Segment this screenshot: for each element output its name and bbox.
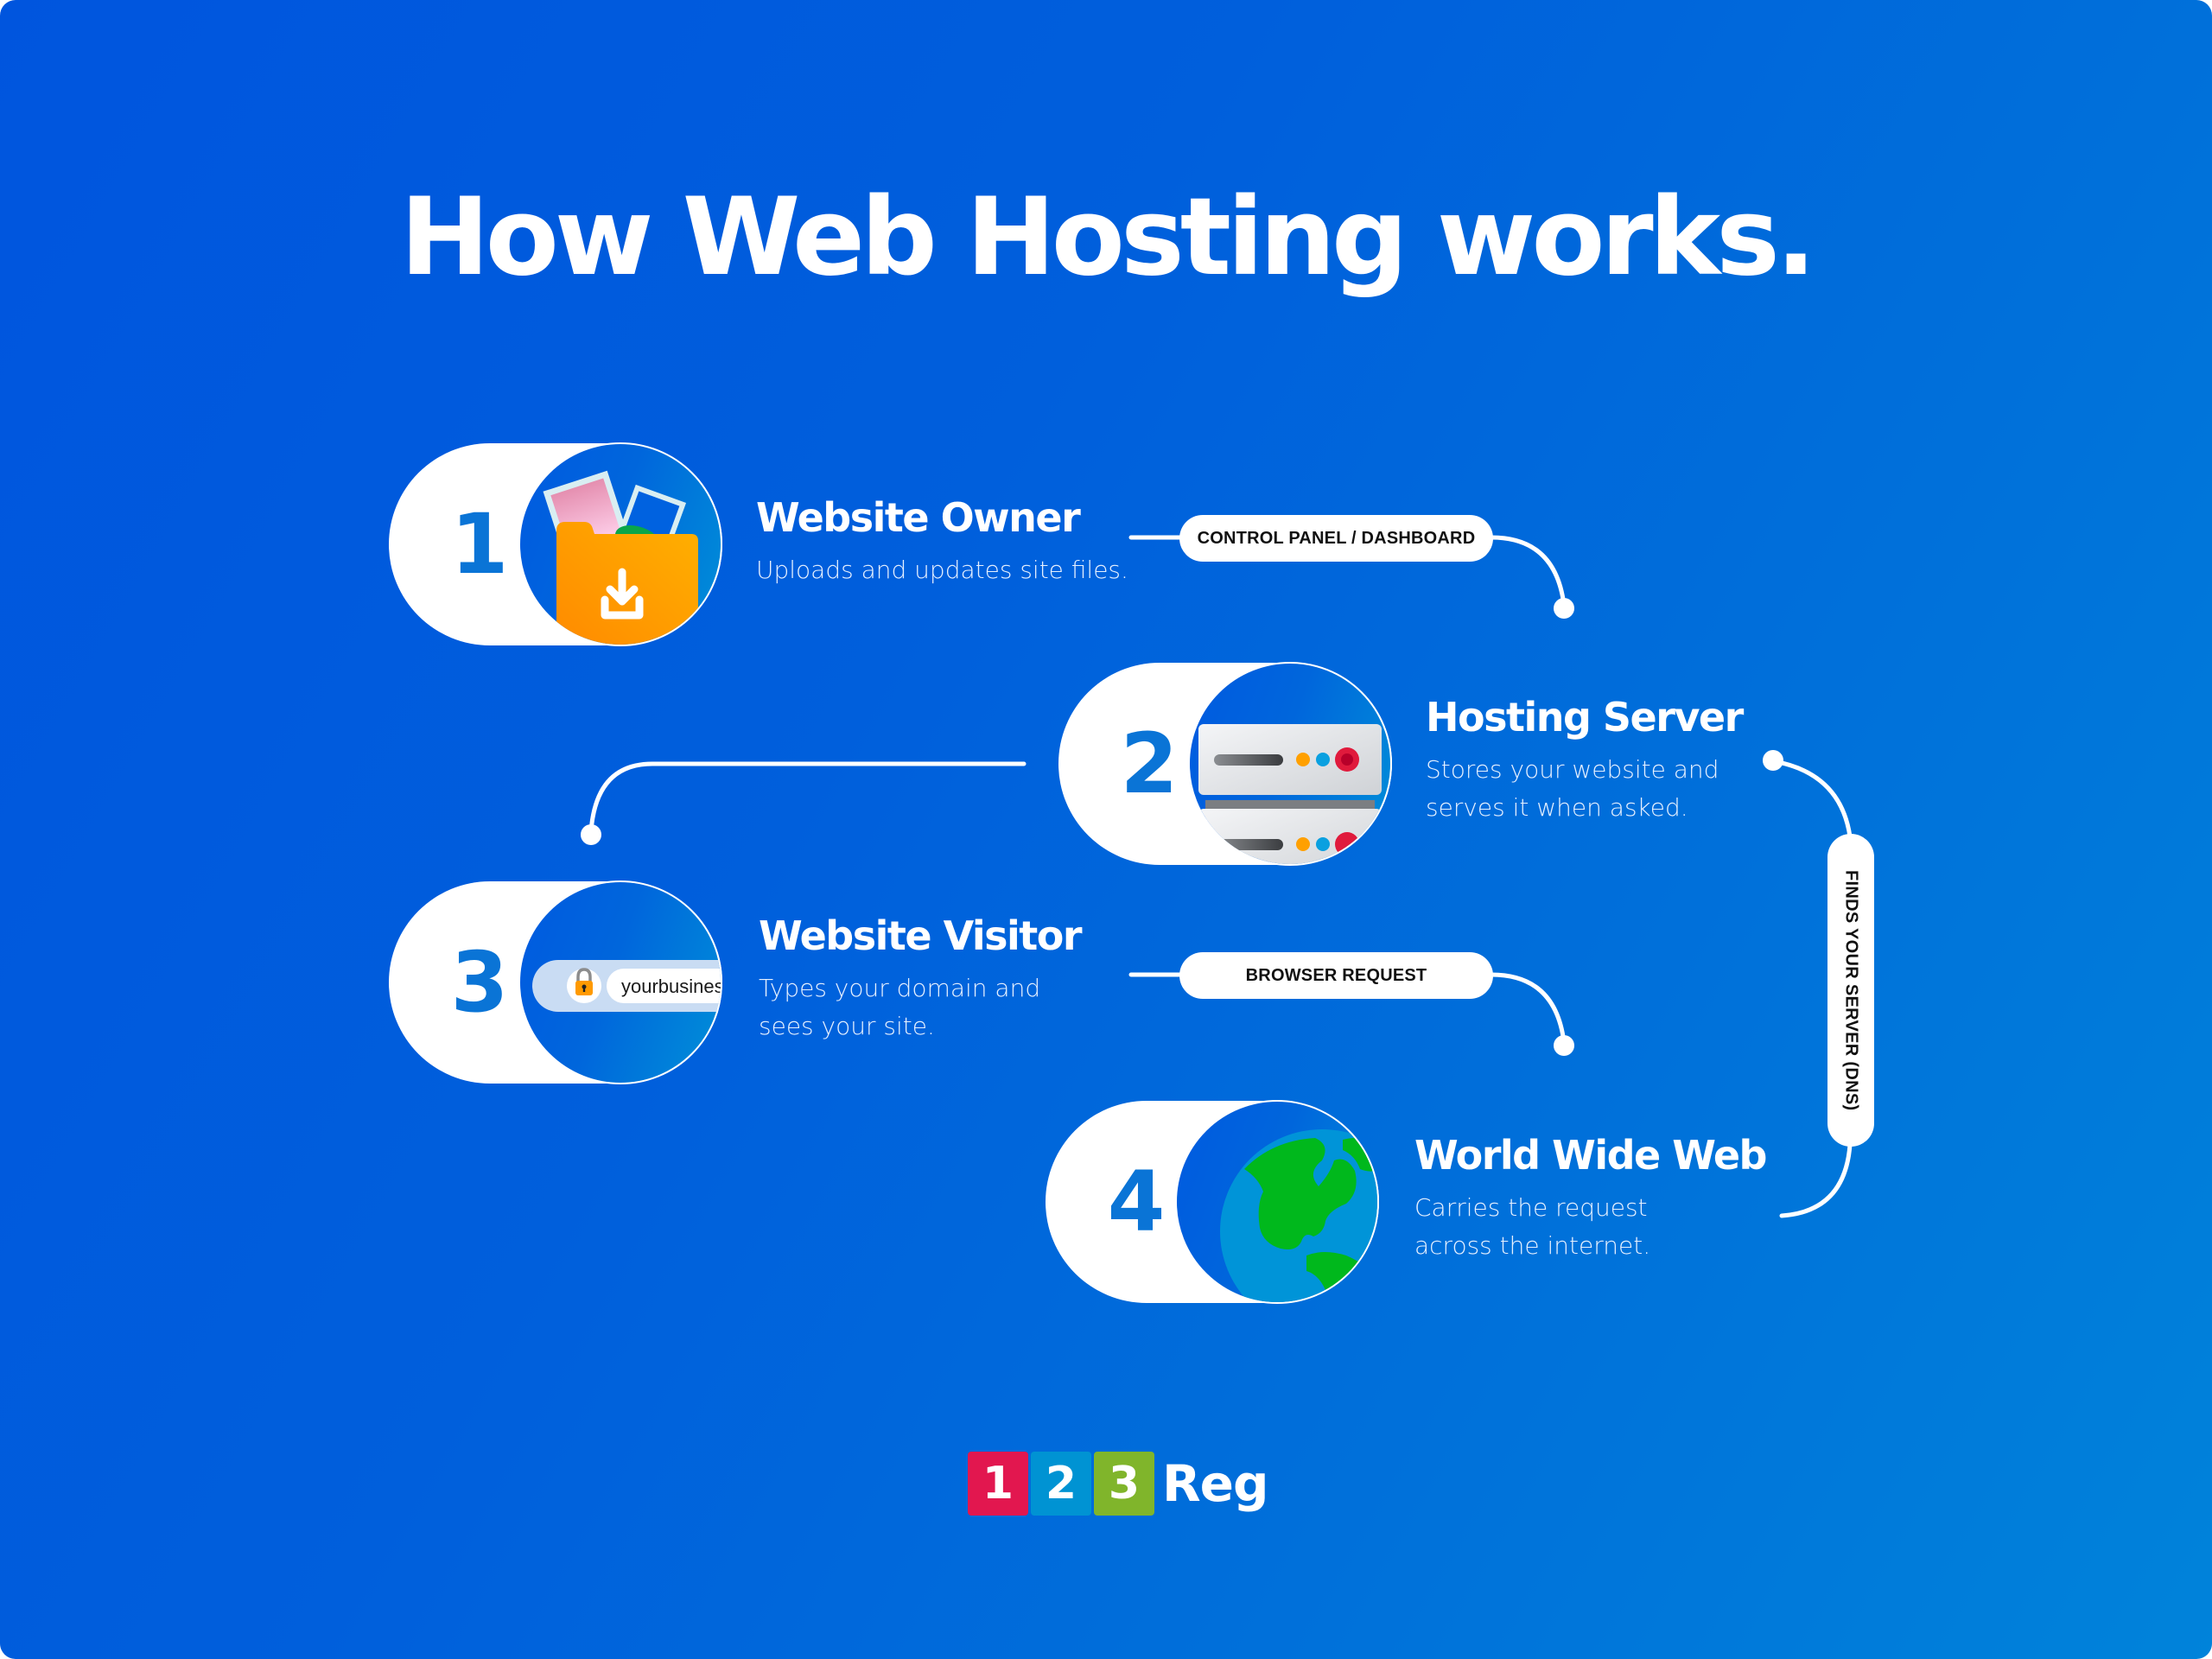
step-2-number: 2: [1120, 715, 1179, 812]
step-4-description-line-1: Carries the request: [1414, 1193, 1648, 1222]
folder-upload-icon: [543, 470, 698, 645]
address-bar-text: yourbusines: [621, 976, 722, 997]
label-browser-request: BROWSER REQUEST: [1179, 952, 1493, 999]
step-2-description-line-1: Stores your website and: [1426, 755, 1719, 784]
step-4-number: 4: [1107, 1154, 1166, 1250]
label-control-panel: CONTROL PANEL / DASHBOARD: [1179, 515, 1493, 562]
step-3-number: 3: [450, 934, 509, 1031]
step-3-description-line-1: Types your domain and: [759, 974, 1041, 1002]
logo-digit-1: 1: [968, 1452, 1028, 1516]
logo-digit-3: 3: [1094, 1452, 1154, 1516]
step-1-number: 1: [450, 496, 509, 593]
step-1-description: Uploads and updates site files.: [756, 556, 1128, 584]
step-1-card: 1: [389, 442, 722, 646]
step-4-description-line-2: across the internet.: [1414, 1231, 1651, 1260]
step-4-card: 4: [1046, 1100, 1379, 1304]
step-1-title: Website Owner: [756, 494, 1081, 541]
browser-address-bar-icon: yourbusines: [532, 960, 722, 1012]
connector-dot: [1554, 598, 1574, 619]
connector-visitor-curve: [1489, 972, 1567, 1045]
globe-icon: [1220, 1129, 1377, 1302]
label-dns-text: FINDS YOUR SERVER (DNS): [1841, 869, 1861, 1111]
step-2-icon-circle: [1188, 662, 1392, 866]
step-3-description-line-2: sees your site.: [759, 1012, 935, 1040]
connector-dot: [581, 824, 601, 845]
logo-digit-2: 2: [1031, 1452, 1091, 1516]
step-3-icon-circle: yourbusines: [518, 880, 722, 1084]
page-title: How Web Hosting works.: [399, 175, 1816, 300]
logo-text: Reg: [1162, 1454, 1269, 1513]
step-4-title: World Wide Web: [1414, 1132, 1767, 1179]
connector-dns-bottom: [1779, 1142, 1853, 1218]
step-1-icon-circle: [518, 442, 722, 646]
step-2-title: Hosting Server: [1426, 694, 1744, 741]
step-3-title: Website Visitor: [759, 912, 1083, 959]
connector-owner-curve: [1489, 535, 1567, 607]
step-2-card: 2: [1058, 662, 1392, 866]
label-dns: FINDS YOUR SERVER (DNS): [1827, 834, 1874, 1147]
step-4-icon-circle: [1175, 1100, 1379, 1304]
server-icon: [1198, 724, 1382, 864]
connector-dot: [1554, 1035, 1574, 1056]
connector-dot: [1763, 750, 1783, 771]
step-3-card: 3 yourbusines: [389, 880, 722, 1084]
connector-dns-top: [1771, 759, 1853, 839]
step-2-description-line-2: serves it when asked.: [1426, 793, 1688, 822]
connector-server-to-visitor: [588, 761, 1027, 834]
brand-logo: 1 2 3 Reg: [968, 1452, 1269, 1516]
